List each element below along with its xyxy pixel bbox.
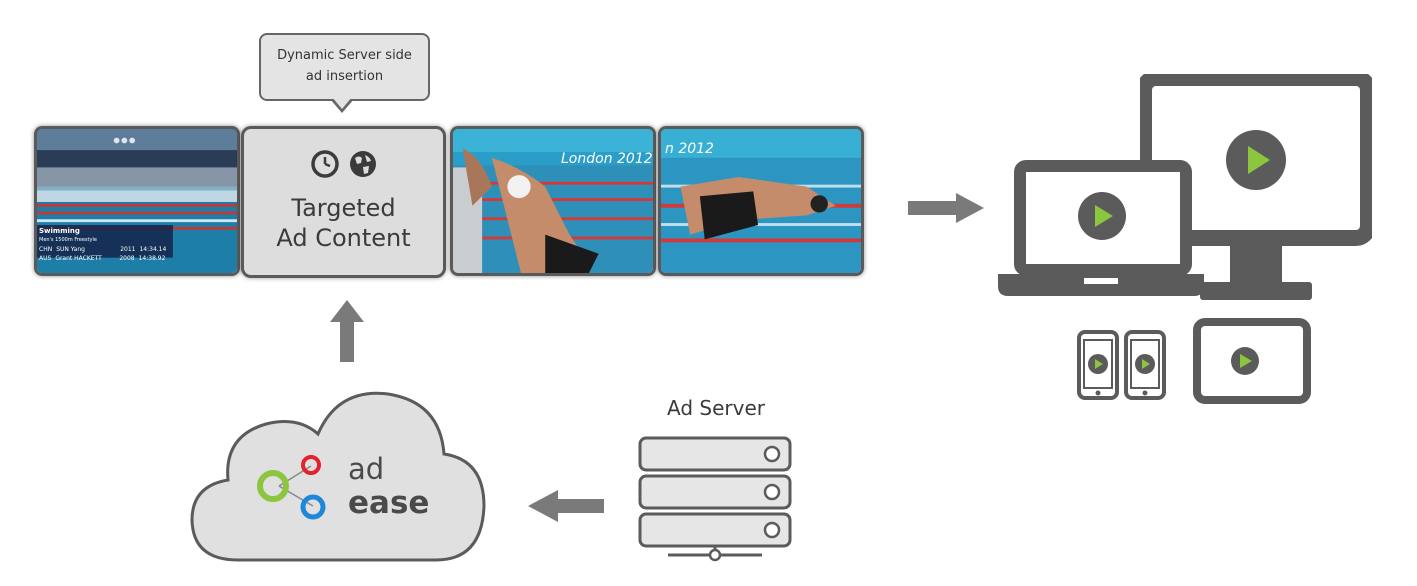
globe-icon: [349, 151, 376, 177]
adease-logo-icon: [257, 455, 326, 520]
arrow-up-icon: [330, 300, 364, 362]
callout-line2: ad insertion: [305, 69, 384, 84]
clock-icon: [310, 150, 339, 178]
broadcast-header: Swimming: [39, 227, 80, 235]
phone-icon: [1077, 330, 1119, 400]
callout-tail-fill: [332, 97, 352, 109]
ad-title-line1: Targeted: [291, 194, 396, 222]
targeted-ad-slot: Targeted Ad Content: [241, 126, 446, 278]
ad-title-line2: Ad Content: [276, 224, 411, 252]
laptop-icon: [998, 160, 1204, 296]
broadcast-overlay: Swimming Men's 1500m Freestyle CHN SUN Y…: [39, 227, 215, 263]
adease-word-ad: ad: [348, 452, 385, 486]
broadcast-row: CHN SUN Yang 2011 14:34.14: [39, 246, 167, 253]
cloud-shape: [190, 391, 486, 562]
banner-text: London 2012: [561, 151, 653, 167]
callout-line1: Dynamic Server side: [277, 48, 412, 63]
adease-wordmark: ad ease: [348, 452, 429, 520]
desktop-monitor-icon: [1140, 74, 1372, 300]
callout-bubble: Dynamic Server side ad insertion: [259, 33, 430, 101]
broadcast-frame: Swimming Men's 1500m Freestyle CHN SUN Y…: [34, 126, 240, 276]
tablet-icon: [1193, 318, 1311, 404]
broadcast-row: AUS Grant HACKETT 2008 14:38.92: [39, 255, 166, 262]
broadcast-event: Men's 1500m Freestyle: [39, 237, 97, 243]
phone-icon: [1124, 330, 1166, 400]
banner-text-partial: n 2012: [665, 141, 714, 157]
adease-word-ease: ease: [348, 485, 430, 521]
arrow-left-icon: [528, 490, 604, 522]
ad-server-label: Ad Server: [667, 396, 765, 420]
swimmer-dive-frame: n 2012: [658, 126, 864, 276]
swimmers-start-frame: London 2012: [450, 126, 656, 276]
ad-icons: [244, 149, 443, 181]
ad-title: Targeted Ad Content: [244, 193, 443, 253]
server-rack-icon: [638, 436, 792, 562]
arrow-right-icon: [908, 193, 984, 223]
